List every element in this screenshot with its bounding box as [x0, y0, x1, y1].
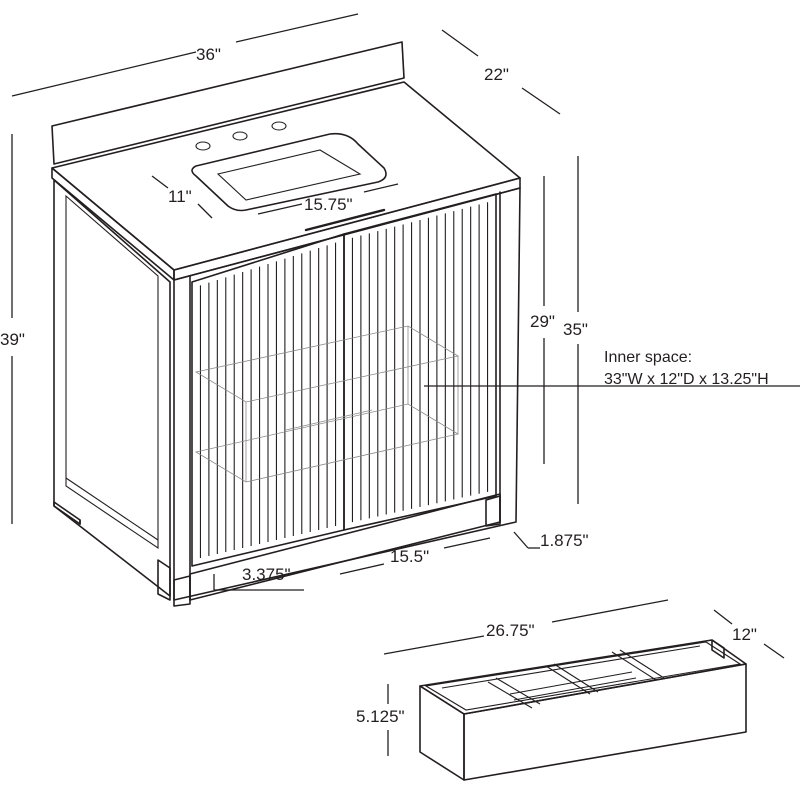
dim-line-drawer-depth-bottom	[763, 643, 785, 659]
countertop-front-edge	[173, 177, 521, 281]
drawer-top-opening	[419, 639, 747, 715]
dim-line-width-left	[11, 51, 197, 97]
drawer-front	[463, 663, 747, 781]
inner-space-value: 33"W x 12"D x 13.25"H	[604, 371, 769, 388]
dim-line-depth-bottom	[521, 87, 561, 115]
countertop-left-edge	[51, 167, 175, 281]
dimension-labels: 36" 22" 11" 15.75" 39" 29" 35" Inner spa…	[0, 45, 769, 726]
front-bottom-rail	[189, 493, 501, 601]
drawer-left-side	[419, 685, 465, 781]
backsplash-edge	[401, 41, 405, 79]
label-sink-width: 15.75"	[304, 195, 353, 214]
cabinet-left-side	[53, 179, 171, 597]
left-front-leg-side	[157, 559, 171, 601]
label-drawer-depth: 12"	[732, 625, 757, 644]
faucet-hole-center	[232, 131, 248, 141]
label-leg-span: 15.5"	[390, 547, 429, 566]
label-sink-depth: 11"	[168, 187, 192, 206]
drawer-illustration	[419, 639, 747, 781]
left-stretcher	[65, 477, 159, 541]
label-leg-gap: 3.375"	[242, 565, 291, 584]
front-right-leg	[485, 495, 501, 527]
drawer-back-tab	[711, 639, 725, 659]
dimension-lines	[11, 13, 800, 756]
label-cabinet-height: 29"	[530, 312, 555, 331]
countertop-top	[51, 81, 521, 271]
faucet-hole-left	[195, 141, 211, 151]
label-depth-top: 22"	[484, 65, 509, 84]
dim-line-sink-depth-bottom	[197, 203, 213, 219]
door-slats	[199, 202, 489, 558]
label-counter-height: 35"	[563, 320, 588, 339]
left-back-leg-foot	[53, 501, 81, 525]
vanity-illustration	[51, 41, 521, 607]
dim-line-leg-depth-tick	[513, 531, 529, 549]
drawer-dividers	[441, 645, 701, 709]
label-total-height: 39"	[0, 330, 25, 349]
dim-line-sink-width-right	[363, 183, 399, 193]
dim-line-sink-depth-top	[151, 175, 169, 189]
inner-space-outline	[194, 325, 460, 483]
label-drawer-width: 26.75"	[486, 621, 535, 640]
door-right	[343, 193, 497, 531]
dim-line-depth-top	[441, 29, 479, 57]
sink-basin-inner	[216, 149, 362, 201]
dim-line-leg-span-right	[443, 537, 491, 549]
dim-line-drawer-width-right	[551, 599, 669, 623]
dim-line-sink-width-left	[257, 203, 303, 215]
faucet-hole-right	[271, 121, 287, 131]
door-handle	[304, 208, 386, 232]
dim-line-drawer-depth-top	[713, 609, 733, 625]
backsplash-front	[51, 41, 405, 165]
drawer-inner-rim	[424, 641, 742, 711]
dim-line-width-right	[235, 13, 359, 43]
sink-basin-rim	[191, 132, 387, 212]
dim-line-leg-span-left	[339, 563, 385, 575]
label-drawer-height: 5.125"	[356, 707, 405, 726]
inner-space-label: Inner space:	[604, 349, 692, 366]
cabinet-left-side-panel	[65, 194, 159, 550]
dim-line-drawer-width-left	[383, 635, 485, 655]
front-left-leg	[173, 575, 191, 607]
label-width-top: 36"	[196, 45, 221, 64]
label-leg-depth: 1.875"	[540, 531, 589, 550]
